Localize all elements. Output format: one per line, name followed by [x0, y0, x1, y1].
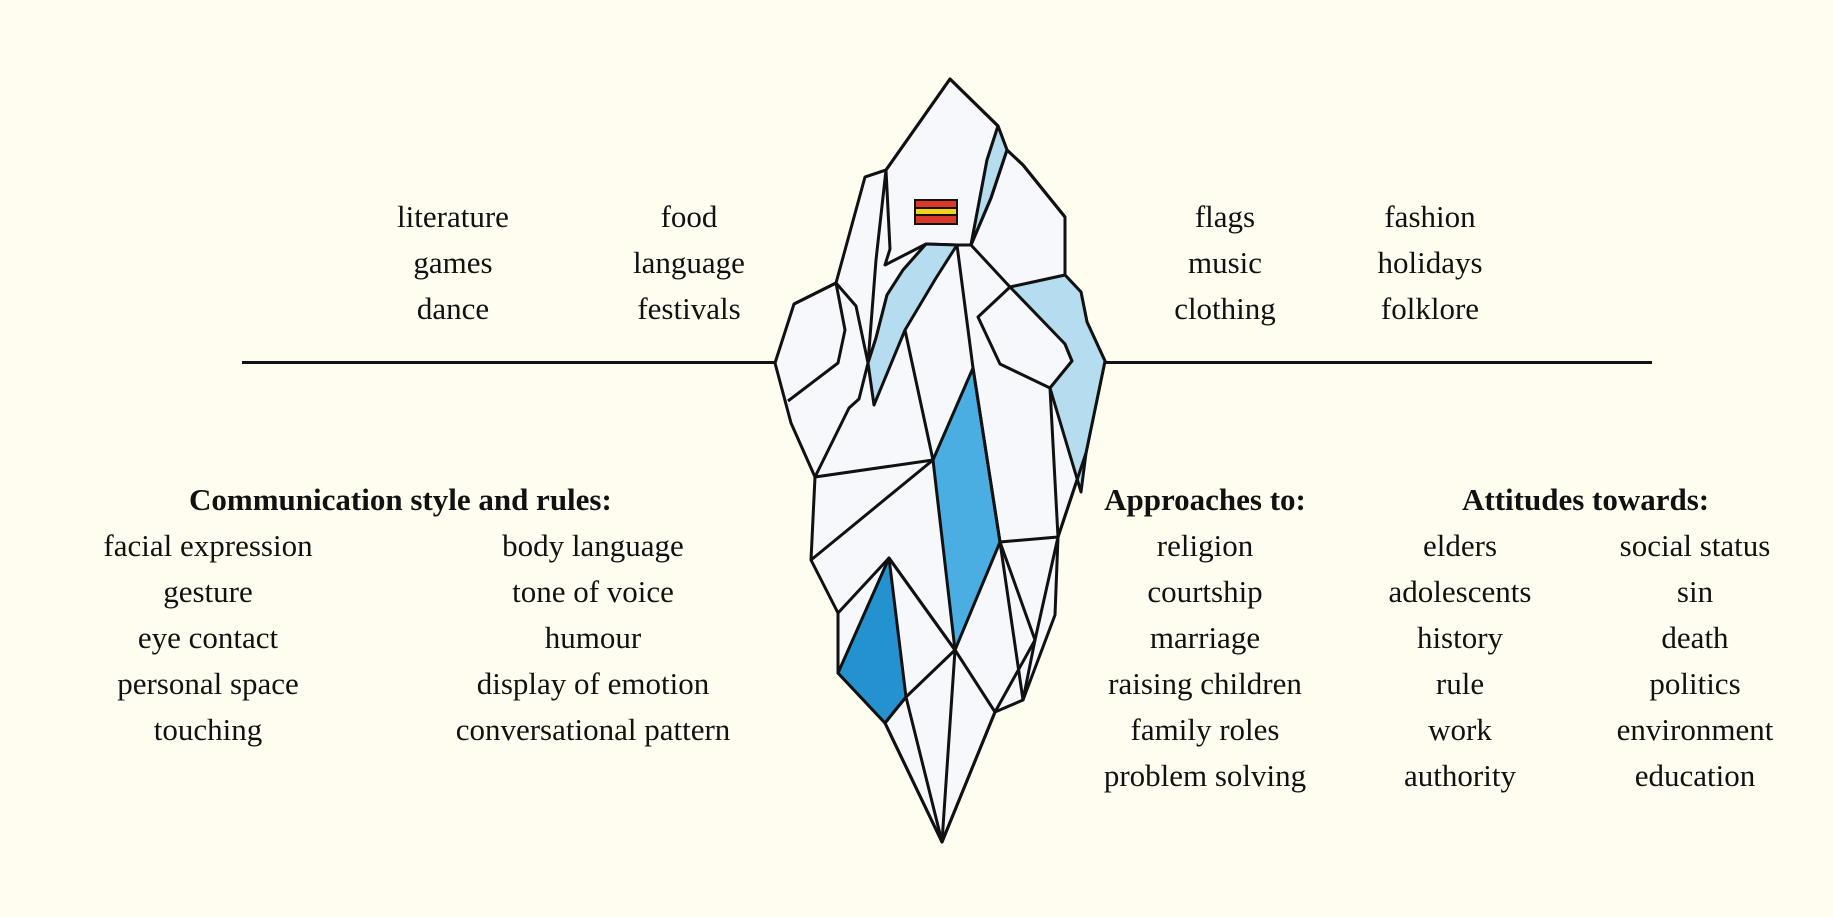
- approaches-heading: Approaches to:: [1104, 482, 1306, 517]
- list-item: humour: [544, 620, 642, 655]
- list-item: rule: [1435, 666, 1485, 701]
- list-item: body language: [502, 528, 684, 563]
- list-item: fashion: [1384, 199, 1476, 234]
- list-item: dance: [416, 291, 490, 326]
- list-item: literature: [397, 199, 509, 234]
- list-item: eye contact: [137, 620, 279, 655]
- communication-column-b: body language tone of voice humour displ…: [428, 523, 758, 753]
- list-item: family roles: [1130, 712, 1280, 747]
- list-item: touching: [153, 712, 263, 747]
- list-item: holidays: [1377, 245, 1483, 280]
- list-item: courtship: [1147, 574, 1263, 609]
- list-item: authority: [1404, 758, 1516, 793]
- list-item: food: [660, 199, 718, 234]
- attitudes-column-b: social status sin death politics environ…: [1600, 523, 1790, 799]
- waterline-right: [1105, 361, 1652, 364]
- approaches-section: Approaches to: religion courtship marria…: [1090, 477, 1320, 799]
- list-item: festivals: [637, 291, 741, 326]
- list-item: environment: [1616, 712, 1774, 747]
- list-item: gesture: [163, 574, 253, 609]
- list-item: raising children: [1108, 666, 1302, 701]
- list-item: education: [1634, 758, 1756, 793]
- list-item: facial expression: [103, 528, 313, 563]
- above-water-column-2: food language festivals: [624, 194, 754, 332]
- list-item: music: [1187, 245, 1263, 280]
- list-item: history: [1416, 620, 1504, 655]
- flag-icon: [914, 199, 958, 225]
- list-item: conversational pattern: [455, 712, 731, 747]
- list-item: death: [1661, 620, 1729, 655]
- list-item: social status: [1619, 528, 1771, 563]
- list-item: politics: [1649, 666, 1741, 701]
- list-item: language: [633, 245, 745, 280]
- attitudes-heading: Attitudes towards:: [1462, 482, 1710, 517]
- above-water-column-4: fashion holidays folklore: [1365, 194, 1495, 332]
- list-item: personal space: [117, 666, 299, 701]
- list-item: clothing: [1174, 291, 1276, 326]
- list-item: adolescents: [1388, 574, 1532, 609]
- list-item: marriage: [1149, 620, 1261, 655]
- list-item: religion: [1156, 528, 1254, 563]
- list-item: tone of voice: [512, 574, 674, 609]
- list-item: folklore: [1380, 291, 1480, 326]
- list-item: elders: [1422, 528, 1498, 563]
- list-item: games: [413, 245, 493, 280]
- list-item: sin: [1676, 574, 1714, 609]
- list-item: work: [1428, 712, 1492, 747]
- above-water-column-1: literature games dance: [388, 194, 518, 332]
- above-water-column-3: flags music clothing: [1160, 194, 1290, 332]
- waterline-left: [242, 361, 774, 364]
- attitudes-column-a: elders adolescents history rule work aut…: [1370, 523, 1550, 799]
- list-item: display of emotion: [476, 666, 710, 701]
- list-item: flags: [1194, 199, 1256, 234]
- list-item: problem solving: [1103, 758, 1307, 793]
- communication-heading: Communication style and rules:: [189, 482, 612, 517]
- communication-column-a: facial expression gesture eye contact pe…: [88, 523, 328, 753]
